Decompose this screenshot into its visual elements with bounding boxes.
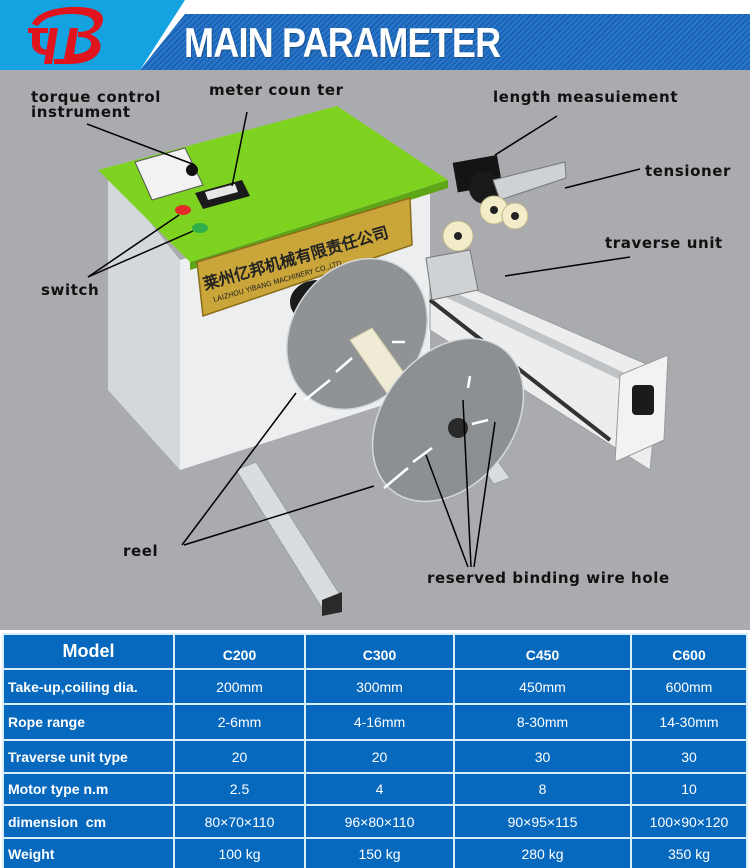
- table-row: Traverse unit type 20 20 30 30: [2, 739, 748, 774]
- spec-table-container: Model C200 C300 C450 C600 Take-up,coilin…: [0, 630, 750, 868]
- table-row: Motor type n.m 2.5 4 8 10: [2, 772, 748, 806]
- table-cell: 20: [304, 739, 455, 774]
- table-cell: 2.5: [173, 772, 306, 806]
- callout-meter-counter: meter coun ter: [209, 81, 344, 99]
- table-cell: 150 kg: [304, 837, 455, 868]
- table-cell: 14-30mm: [630, 703, 748, 741]
- table-cell: 4: [304, 772, 455, 806]
- header-banner: MAIN PARAMETER: [0, 0, 750, 70]
- table-cell: 100 kg: [173, 837, 306, 868]
- winding-machine-illustration: 莱州亿邦机械有限责任公司 LAIZHOU YIBANG MACHINERY CO…: [86, 106, 669, 616]
- header-model: Model: [2, 633, 175, 670]
- callout-reel: reel: [123, 542, 159, 560]
- table-cell: 8: [453, 772, 632, 806]
- banner-stripe-panel: [140, 14, 750, 70]
- table-cell: 300mm: [304, 668, 455, 705]
- table-cell: 30: [630, 739, 748, 774]
- table-cell: 90×95×115: [453, 804, 632, 839]
- table-cell: 8-30mm: [453, 703, 632, 741]
- table-row: Weight 100 kg 150 kg 280 kg 350 kg: [2, 837, 748, 868]
- spec-table: Model C200 C300 C450 C600 Take-up,coilin…: [2, 633, 748, 868]
- row-label: Rope range: [2, 703, 175, 741]
- table-cell: 20: [173, 739, 306, 774]
- callout-torque-control: torque control instrument: [31, 88, 161, 121]
- table-cell: 10: [630, 772, 748, 806]
- yb-logo-icon: [28, 6, 104, 64]
- row-label: Traverse unit type: [2, 739, 175, 774]
- table-cell: 450mm: [453, 668, 632, 705]
- product-photo: 莱州亿邦机械有限责任公司 LAIZHOU YIBANG MACHINERY CO…: [0, 70, 750, 630]
- table-cell: 2-6mm: [173, 703, 306, 741]
- callout-traverse-unit: traverse unit: [605, 234, 723, 252]
- table-row: Take-up,coiling dia. 200mm 300mm 450mm 6…: [2, 668, 748, 705]
- row-label: Take-up,coiling dia.: [2, 668, 175, 705]
- table-cell: 600mm: [630, 668, 748, 705]
- table-cell: 80×70×110: [173, 804, 306, 839]
- header-c300: C300: [304, 633, 455, 670]
- callout-tensioner: tensioner: [645, 162, 732, 180]
- row-label: Weight: [2, 837, 175, 868]
- table-cell: 4-16mm: [304, 703, 455, 741]
- table-cell: 350 kg: [630, 837, 748, 868]
- table-header-row: Model C200 C300 C450 C600: [2, 633, 748, 670]
- table-row: dimension cm 80×70×110 96×80×110 90×95×1…: [2, 804, 748, 839]
- table-cell: 96×80×110: [304, 804, 455, 839]
- header-c450: C450: [453, 633, 632, 670]
- header-c600: C600: [630, 633, 748, 670]
- table-cell: 30: [453, 739, 632, 774]
- callout-switch: switch: [41, 281, 100, 299]
- table-cell: 200mm: [173, 668, 306, 705]
- table-cell: 280 kg: [453, 837, 632, 868]
- header-c200: C200: [173, 633, 306, 670]
- table-row: Rope range 2-6mm 4-16mm 8-30mm 14-30mm: [2, 703, 748, 741]
- table-cell: 100×90×120: [630, 804, 748, 839]
- callout-binding-wire-hole: reserved binding wire hole: [427, 569, 670, 587]
- row-label: Motor type n.m: [2, 772, 175, 806]
- page-title: MAIN PARAMETER: [184, 19, 501, 66]
- row-label: dimension cm: [2, 804, 175, 839]
- banner-top-strip: [183, 0, 750, 14]
- callout-length-measurement: length measuiement: [493, 88, 679, 106]
